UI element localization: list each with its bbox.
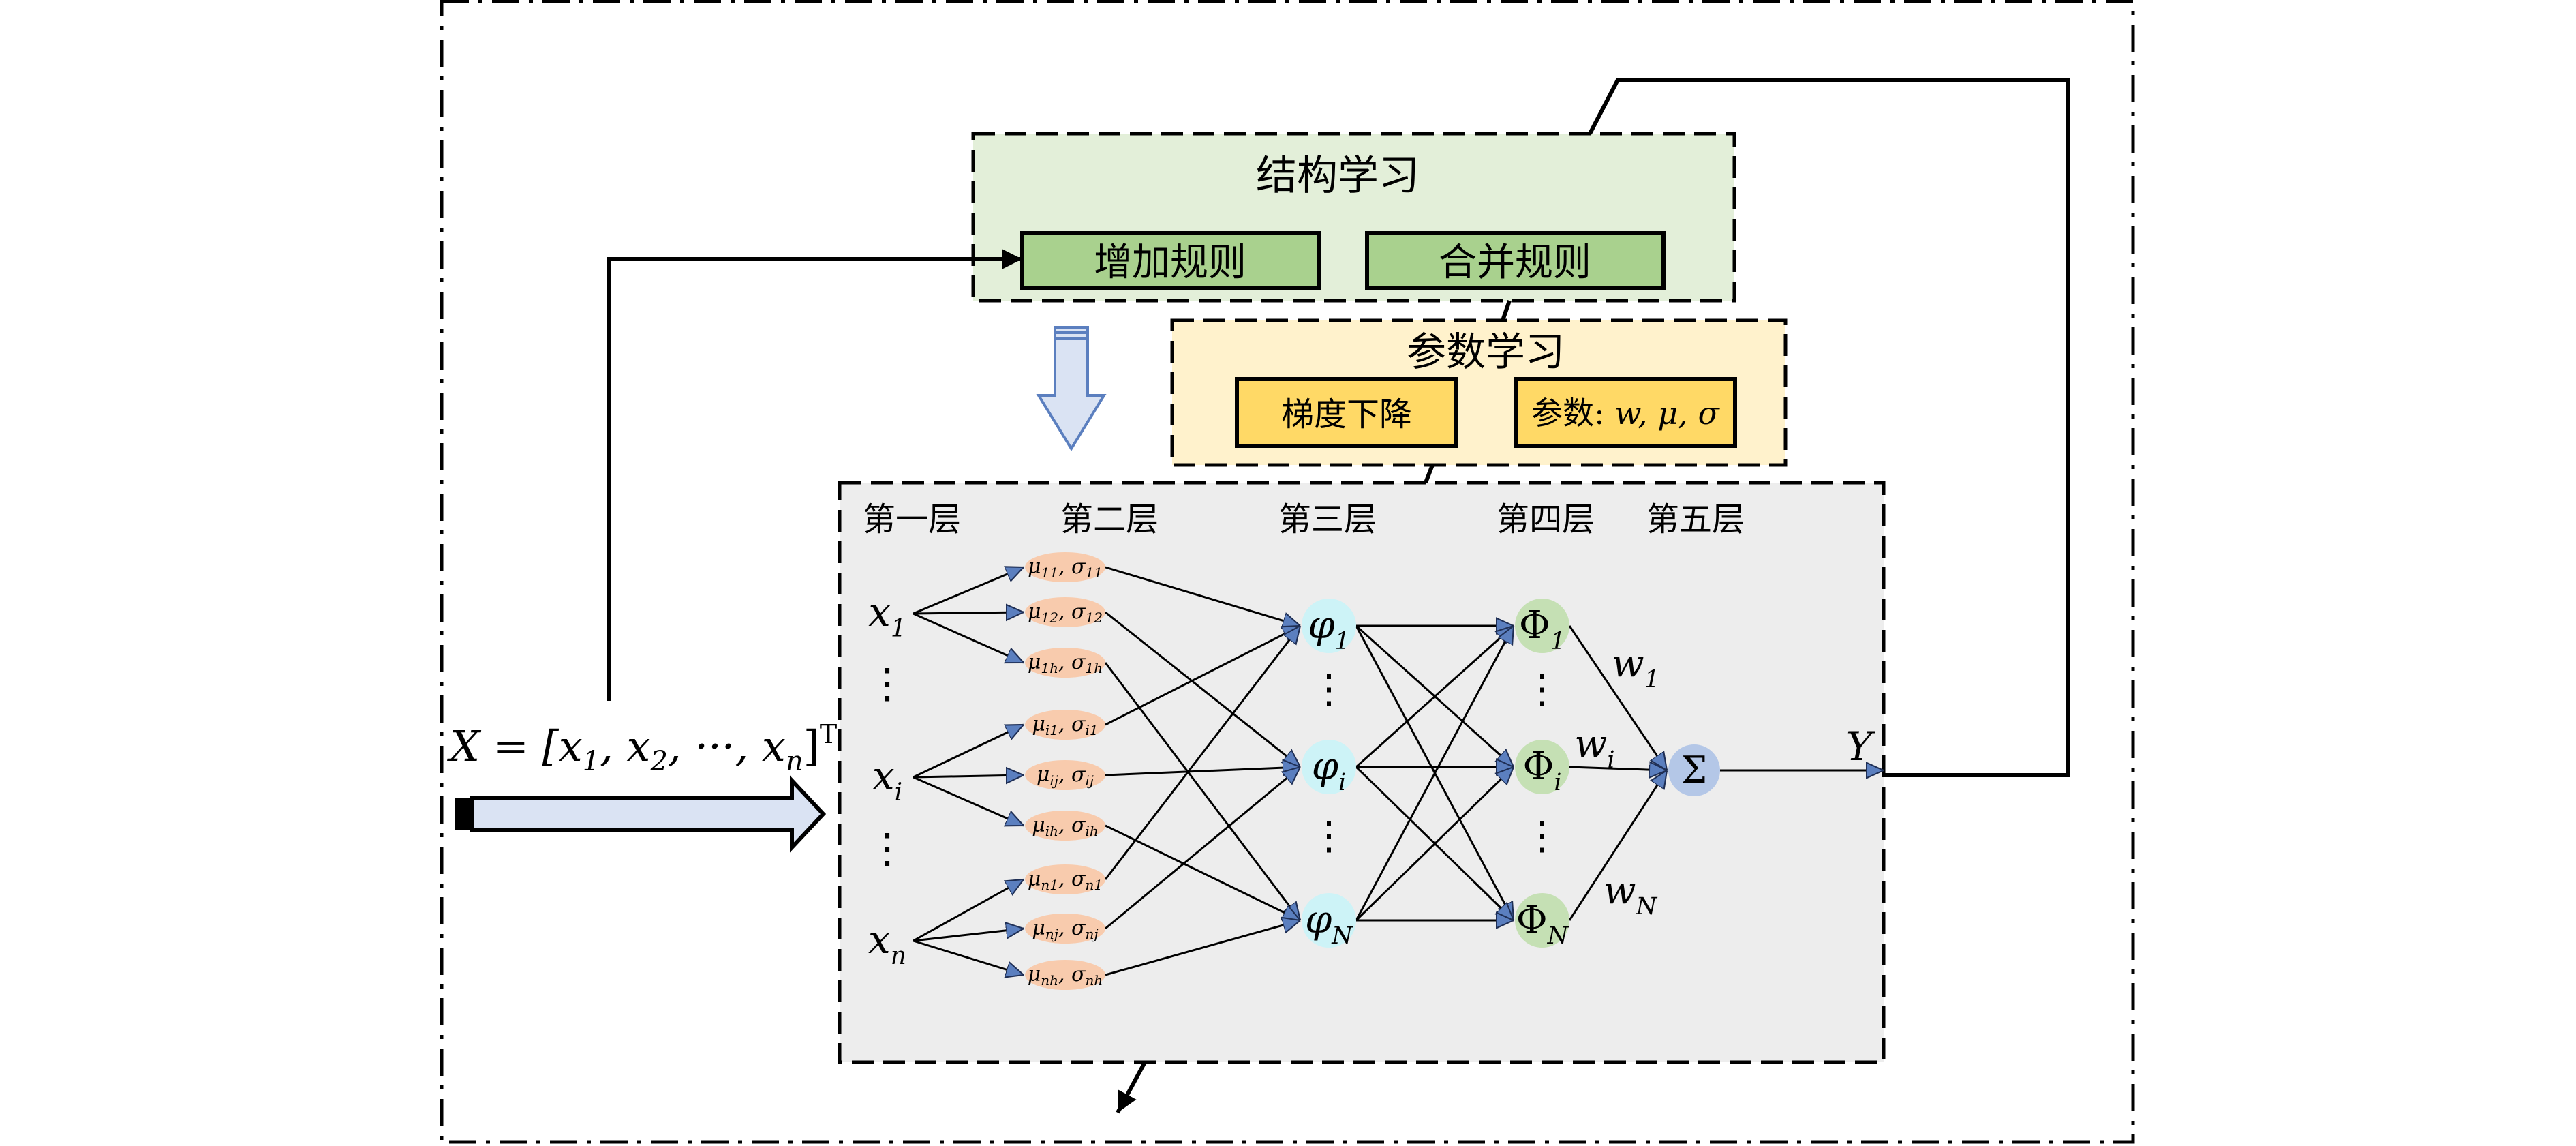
layer-label-3: 第三层	[1278, 500, 1377, 539]
sum-node-circle	[1668, 744, 1720, 796]
weight-label-3: wN	[1604, 869, 1658, 920]
input-to-add-rule-line	[607, 249, 1022, 701]
membership-node: μnh, σnh	[1025, 960, 1105, 990]
output-feedback-line	[1588, 78, 2070, 777]
edge-membership-rule	[1105, 767, 1300, 775]
normalize-node-circle	[1515, 599, 1569, 653]
input-node-3: xn	[868, 916, 906, 970]
network-exit-line	[1116, 1061, 1147, 1114]
edge-rule-normalize	[1355, 626, 1514, 768]
svg-text:μ1h, σ1h: μ1h, σ1h	[1028, 650, 1103, 676]
parameter-learning-panel: 参数学习 梯度下降 参数: w, μ, σ	[1170, 318, 1788, 467]
rule-node-1: φ1	[1308, 603, 1350, 655]
gradient-descent-label: 梯度下降	[1281, 395, 1412, 434]
output-label: Y	[1846, 723, 1875, 770]
update-down-arrow	[1036, 326, 1107, 451]
gradient-descent-box	[1235, 377, 1458, 448]
parameter-learning-title: 参数学习	[1407, 329, 1565, 375]
input-arrow	[455, 775, 827, 853]
edge-membership-rule	[1105, 566, 1300, 626]
edge-membership-rule	[1105, 624, 1300, 726]
svg-text:μi1, σi1: μi1, σi1	[1032, 712, 1098, 738]
svg-text:μ11, σ11: μ11, σ11	[1028, 555, 1103, 581]
input-ellipsis: ⋮	[867, 825, 908, 873]
svg-text:μij, σij: μij, σij	[1037, 763, 1094, 789]
membership-node: μi1, σi1	[1025, 710, 1105, 740]
edge-input-membership	[913, 878, 1024, 942]
merge-rule-label: 合并规则	[1439, 241, 1591, 285]
membership-node: μih, σih	[1025, 811, 1105, 841]
input-vector-label: X = [x1, x2, ···, xn]T	[447, 719, 837, 777]
outer-frame	[440, 0, 2135, 1144]
normalize-ellipsis: ⋮	[1522, 665, 1562, 712]
connector-lines	[607, 78, 2070, 1114]
svg-text:μnh, σnh: μnh, σnh	[1028, 963, 1103, 989]
weight-label-1: w1	[1612, 642, 1659, 693]
edge-normalize-sum	[1568, 625, 1667, 770]
edge-input-membership	[913, 929, 1024, 942]
rule-ellipsis: ⋮	[1309, 665, 1349, 712]
edge-membership-rule	[1105, 767, 1300, 930]
params-box	[1514, 377, 1737, 448]
rule-ellipsis: ⋮	[1309, 812, 1349, 858]
edge-membership-rule	[1105, 824, 1300, 922]
edge-input-membership	[913, 612, 1024, 664]
edge-input-membership	[913, 567, 1024, 615]
param-to-network-link	[1424, 464, 1435, 484]
membership-node: μ1h, σ1h	[1025, 648, 1105, 678]
rule-node-circle	[1302, 893, 1356, 948]
add-rule-box	[1020, 231, 1321, 290]
normalize-node-3: ΦN	[1516, 898, 1569, 950]
edge-membership-rule	[1104, 662, 1300, 920]
edge-membership-rule	[1104, 626, 1300, 880]
membership-node: μ12, σ12	[1025, 597, 1105, 627]
edge-input-membership	[913, 723, 1024, 779]
normalize-node-circle	[1515, 740, 1569, 794]
layer-label-2: 第二层	[1060, 500, 1159, 539]
rule-node-2: φi	[1312, 744, 1346, 796]
rule-node-circle	[1302, 599, 1356, 653]
add-rule-label: 增加规则	[1094, 241, 1246, 285]
params-label: 参数: w, μ, σ	[1531, 395, 1720, 432]
edge-input-membership	[913, 612, 1024, 614]
input-node-2: xi	[872, 753, 902, 806]
structure-learning-panel: 结构学习 增加规则 合并规则	[971, 132, 1736, 303]
layer-label-4: 第四层	[1497, 500, 1595, 539]
edge-rule-normalize	[1355, 626, 1515, 921]
svg-text:μn1, σn1: μn1, σn1	[1028, 867, 1103, 893]
layer-label-1: 第一层	[863, 500, 961, 539]
edge-normalize-sum	[1568, 770, 1667, 921]
structure-to-param-link	[1501, 300, 1512, 321]
layer-label-5: 第五层	[1646, 500, 1745, 539]
merge-rule-box	[1365, 231, 1666, 290]
membership-node: μ11, σ11	[1025, 552, 1105, 582]
rule-node-circle	[1302, 740, 1356, 794]
edge-input-membership	[913, 776, 1024, 827]
structure-learning-title: 结构学习	[1256, 152, 1420, 200]
svg-text:μih, σih: μih, σih	[1032, 813, 1099, 839]
edge-membership-rule	[1105, 920, 1300, 976]
edge-input-membership	[913, 775, 1024, 777]
membership-node: μnj, σnj	[1025, 914, 1105, 944]
membership-node: μij, σij	[1025, 760, 1105, 790]
edge-membership-rule	[1105, 611, 1300, 767]
layer-headers: 第一层 第二层 第三层 第四层 第五层	[863, 500, 1745, 539]
network-nodes: x1 xi xn ⋮ ⋮ μ11, σ11 μ12, σ12 μ1h, σ1h μi1, σi1…	[867, 552, 1875, 990]
sum-node-symbol: Σ	[1681, 749, 1707, 791]
normalize-node-1: Φ1	[1519, 603, 1565, 655]
rule-node-3: φN	[1305, 898, 1353, 950]
svg-text:μnj, σnj: μnj, σnj	[1032, 916, 1098, 942]
normalize-node-circle	[1515, 893, 1569, 948]
network-edges	[913, 567, 1884, 975]
membership-node: μn1, σn1	[1025, 864, 1105, 894]
normalize-ellipsis: ⋮	[1522, 812, 1562, 858]
edge-input-membership	[913, 939, 1024, 975]
input-ellipsis: ⋮	[867, 660, 908, 708]
svg-text:μ12, σ12: μ12, σ12	[1028, 600, 1103, 626]
normalize-node-2: Φi	[1522, 744, 1561, 796]
weight-label-2: wi	[1574, 722, 1614, 774]
edge-rule-normalize	[1355, 767, 1514, 922]
input-node-1: x1	[868, 589, 906, 643]
